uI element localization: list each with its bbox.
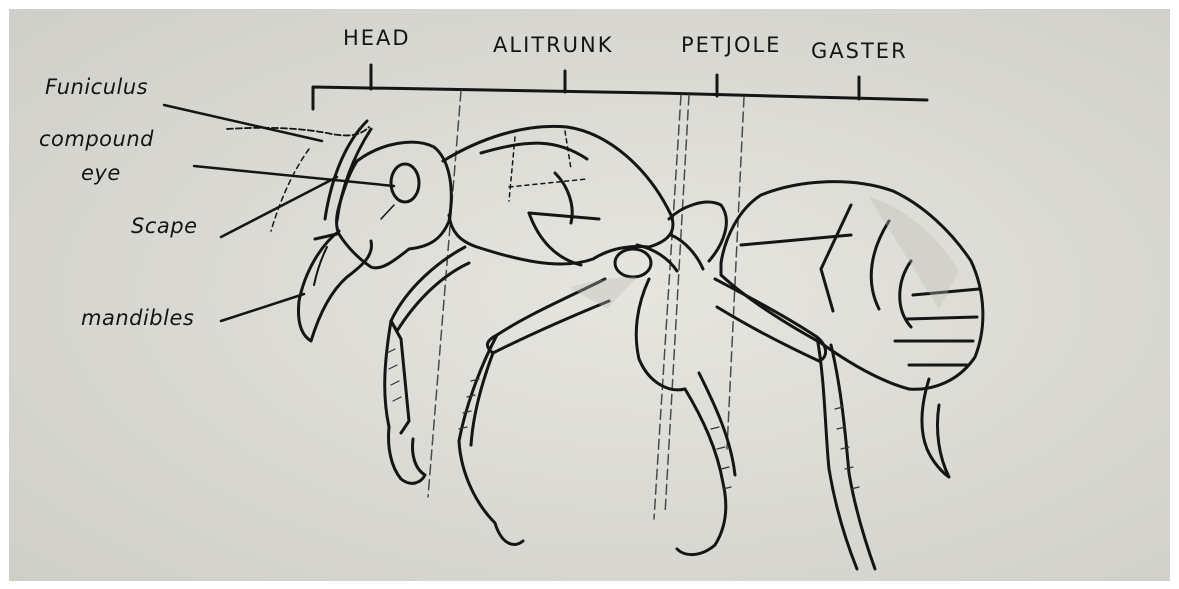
label-petiole: PETJOLE [681,33,781,57]
label-head: HEAD [343,26,411,50]
label-alitrunk: ALITRUNK [493,33,614,57]
label-funiculus: Funiculus [45,75,148,99]
label-compound-eye-line2: eye [81,161,121,185]
label-gaster: GASTER [811,39,908,63]
label-compound-eye-line1: compound [39,127,154,151]
ant-anatomy-drawing [9,9,1170,581]
diagram-frame: HEAD ALITRUNK PETJOLE GASTER Funiculus c… [9,9,1170,581]
label-mandibles: mandibles [81,306,194,330]
label-scape: Scape [131,214,198,238]
